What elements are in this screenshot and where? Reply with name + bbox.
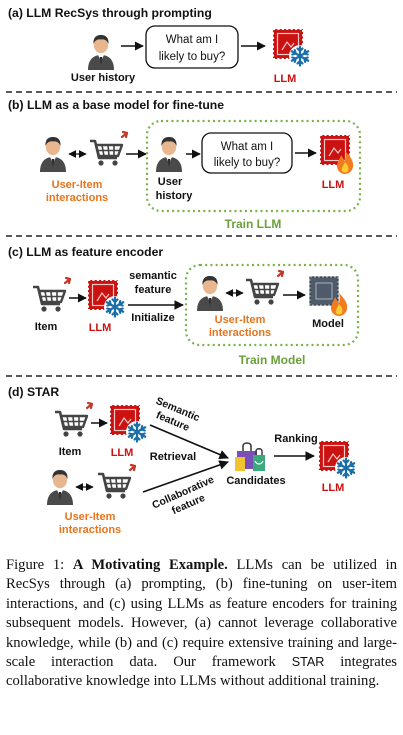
- panel-a-speech-box: What am I likely to buy?: [145, 25, 239, 69]
- user-person-icon: [156, 137, 182, 172]
- panel-b-title: (b) LLM as a base model for fine-tune: [8, 98, 224, 112]
- shopping-bag-icon: [234, 442, 266, 472]
- panel-b-user-label-2: history: [156, 190, 194, 202]
- shopping-cart-icon: [31, 276, 72, 313]
- shopping-cart-icon: [88, 130, 129, 167]
- shopping-cart-icon: [53, 401, 94, 438]
- panel-a-speech-line-2: likely to buy?: [159, 51, 225, 63]
- panel-c-arrow-bottom: Initialize: [131, 312, 174, 324]
- panel-b-interactions-label-1: User-Item: [52, 179, 103, 191]
- panel-d-item-label: Item: [59, 446, 82, 458]
- panel-b-user-label-1: User: [158, 176, 183, 188]
- panel-d-collab-arrow: [142, 460, 229, 493]
- user-person-icon: [197, 276, 223, 311]
- caption-prefix: Figure 1:: [6, 557, 73, 573]
- panel-d-ranking-label: Ranking: [274, 433, 317, 445]
- figure-caption: Figure 1: A Motivating Example. LLMs can…: [6, 556, 397, 692]
- snowflake-icon: [333, 455, 359, 481]
- caption-star: STAR: [291, 655, 325, 670]
- panel-d-retrieval-label: Retrieval: [150, 451, 196, 463]
- panel-c-arrow-top-1: semantic: [129, 270, 177, 282]
- panel-d-semantic-label: Semantic feature: [154, 395, 202, 434]
- panel-d-collab-label: Collaborative feature: [150, 474, 216, 518]
- panel-c-arrow-top-2: feature: [135, 284, 172, 296]
- panel-b-speech-box: What am I likely to buy?: [201, 132, 293, 174]
- panel-b-llm-label: LLM: [322, 179, 345, 191]
- snowflake-icon: [287, 43, 313, 69]
- caption-text-2: integrates collaborative knowledge into …: [6, 654, 397, 690]
- shopping-cart-icon: [96, 463, 137, 500]
- panel-b-group-label: Train LLM: [225, 217, 282, 231]
- caption-text-1: LLMs can be utilized in RecSys through (…: [6, 557, 398, 671]
- panel-a-llm-label: LLM: [274, 73, 297, 85]
- panel-d-title: (d) STAR: [8, 385, 59, 399]
- panel-b-speech-line-1: What am I: [221, 141, 273, 153]
- panel-c-model-label: Model: [312, 318, 344, 330]
- panel-d-llm2-label: LLM: [322, 482, 345, 494]
- caption-bold: A Motivating Example.: [72, 557, 228, 573]
- shopping-cart-icon: [244, 269, 285, 306]
- snowflake-icon: [102, 294, 128, 320]
- panel-b-speech-line-2: likely to buy?: [214, 157, 280, 169]
- panel-c-llm-label: LLM: [89, 322, 112, 334]
- panel-c-item-label: Item: [35, 321, 58, 333]
- panel-c-interactions-label-2: interactions: [209, 327, 271, 339]
- panel-d-semantic-arrow: [149, 424, 229, 460]
- panel-c-group-label: Train Model: [239, 353, 306, 367]
- panel-b-interactions-label-2: interactions: [46, 192, 108, 204]
- snowflake-icon: [124, 419, 150, 445]
- panel-d-interactions-label-2: interactions: [59, 524, 121, 536]
- model-box-icon: [309, 276, 339, 306]
- panel-a-user-label: User history: [71, 72, 136, 84]
- panel-c-title: (c) LLM as feature encoder: [8, 245, 163, 259]
- panel-a-title: (a) LLM RecSys through prompting: [8, 6, 212, 20]
- panel-d-interactions-label-1: User-Item: [65, 511, 116, 523]
- user-person-icon: [88, 35, 114, 70]
- panel-c-interactions-label-1: User-Item: [215, 314, 266, 326]
- panel-d-llm-label: LLM: [111, 447, 134, 459]
- user-person-icon: [40, 137, 66, 172]
- panel-d-candidates-label: Candidates: [226, 475, 285, 487]
- panel-a-speech-line-1: What am I: [166, 34, 218, 46]
- user-person-icon: [47, 470, 73, 505]
